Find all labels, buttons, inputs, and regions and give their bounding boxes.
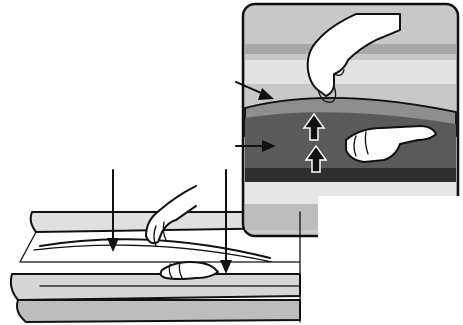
- belt-line: [34, 245, 272, 262]
- inset-rail: [245, 60, 456, 84]
- overlay-cutout: [318, 196, 463, 325]
- inset-lower-frame: [245, 168, 456, 182]
- deck-base: [17, 300, 300, 322]
- deck-frame-bottom: [11, 274, 300, 300]
- hand-icon: [161, 262, 218, 279]
